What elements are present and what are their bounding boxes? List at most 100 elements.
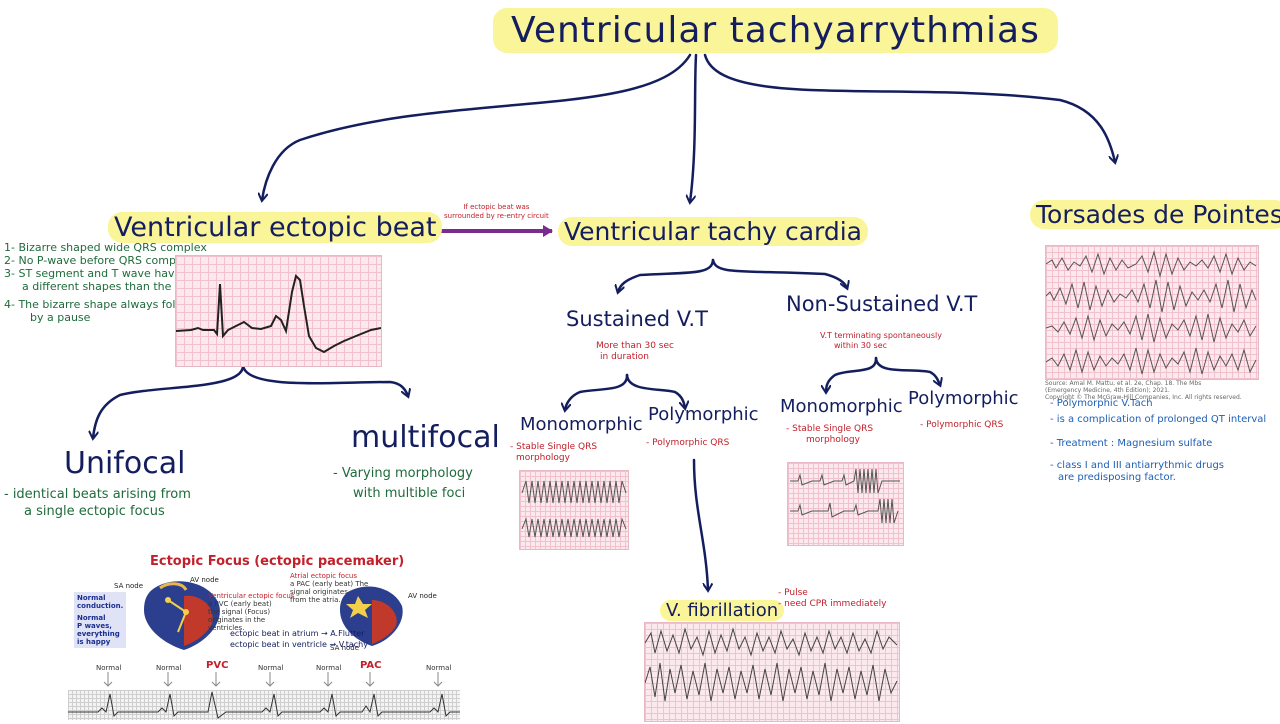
unifocal-desc-1: - identical beats arising from <box>4 487 191 502</box>
strip-label-1: Normal <box>96 664 122 672</box>
sustained-vt-heading: Sustained V.T <box>566 307 708 331</box>
torsades-heading: Torsades de Pointes <box>1030 200 1280 229</box>
heart-pac-illustration <box>340 586 403 646</box>
af-3: signal originates <box>290 588 348 596</box>
left-box-4: P waves, <box>77 622 112 630</box>
nonsustained-monomorphic-label: Monomorphic <box>780 396 903 417</box>
nonsustained-mono-note: - Stable Single QRS morphology <box>786 424 873 446</box>
vf-3: the signal (Focus) <box>208 608 271 616</box>
left-box-3: Normal <box>77 614 106 622</box>
ectopic-focus-figure: Ectopic Focus (ectopic pacemaker) Normal… <box>68 552 460 720</box>
nonsustained-note-2: within 30 sec <box>834 341 888 350</box>
ectopic-focus-title: Ectopic Focus (ectopic pacemaker) <box>150 554 405 569</box>
torsades-caption-2: (Emergency Medicine, 4th Edition); 2021. <box>1045 387 1170 394</box>
vfib-trace <box>645 627 898 702</box>
multifocal-desc-2: with multible foci <box>353 486 466 501</box>
nonsustained-note-1: V.T terminating spontaneously <box>820 331 942 340</box>
torsades-ecg <box>1045 245 1259 380</box>
unifocal-desc: - identical beats arising from a single … <box>4 486 191 520</box>
strip-label-5: Normal <box>426 664 452 672</box>
nonsustained-vt-trace <box>790 468 900 524</box>
vf-2: a PVC (early beat) <box>208 600 272 608</box>
strip-label-4: Normal <box>316 664 342 672</box>
left-box-5: everything <box>77 630 120 638</box>
left-box-1: Normal <box>77 594 106 602</box>
rhythm-strip <box>68 690 460 720</box>
ecg-trace <box>176 274 381 354</box>
sustained-poly-note: - Polymorphic QRS <box>646 438 730 448</box>
sustained-mono-note: - Stable Single QRS morphology <box>510 442 597 464</box>
unifocal-heading: Unifocal <box>64 446 186 481</box>
vt-heading: Ventricular tachy cardia <box>558 217 868 246</box>
nonsustained-mono-note-2: morphology <box>806 435 860 445</box>
ectopic-beat-criteria: 1- Bizarre shaped wide QRS complex 2- No… <box>4 241 243 324</box>
sa-node-label: SA node <box>114 582 144 590</box>
sustained-polymorphic-label: Polymorphic <box>648 404 759 425</box>
torsades-notes: - Polymorphic V.Tach - is a complication… <box>1050 398 1266 484</box>
nonsustained-mono-note-1: - Stable Single QRS <box>786 424 874 434</box>
torsades-note-3: - Treatment : Magnesium sulfate <box>1050 438 1213 449</box>
reentry-note: If ectopic beat was surrounded by re-ent… <box>444 203 549 221</box>
criterion-4b: by a pause <box>30 311 91 324</box>
sustained-note-2: in duration <box>600 352 649 362</box>
torsades-note-5: are predisposing factor. <box>1058 472 1176 483</box>
strip-label-pac: PAC <box>360 660 382 671</box>
strip-label-pvc: PVC <box>206 660 229 671</box>
reentry-line-2: surrounded by re-entry circuit <box>444 212 549 220</box>
left-box-6: is happy <box>77 638 111 646</box>
ectopic-annotation: ectopic beat in atrium → A.Flutter ectop… <box>230 628 368 650</box>
criterion-4: 4- The bizarre shape always followed <box>4 298 208 311</box>
torsades-note-1: - Polymorphic V.Tach <box>1050 398 1153 409</box>
af-4: from the atria. <box>290 596 341 604</box>
nonsustained-poly-note: - Polymorphic QRS <box>920 420 1004 430</box>
heart-pvc-illustration <box>144 581 220 650</box>
af-2: a PAC (early beat) The <box>290 580 369 588</box>
strip-label-2: Normal <box>156 664 182 672</box>
ectopic-beat-ecg-strip <box>175 255 382 367</box>
torsades-note-4: - class I and III antiarrythmic drugs <box>1050 460 1225 471</box>
torsades-caption: Source: Amal M. Mattu, et al. 2e, Chap. … <box>1045 380 1242 401</box>
vf-4: originates in the <box>208 616 266 624</box>
vfib-heading: V. fibrillation <box>660 600 785 621</box>
monomorphic-vt-ecg <box>519 470 629 550</box>
av-node-label-2: AV node <box>408 592 437 600</box>
sa-node-label-2: SA node <box>330 644 360 652</box>
ventricular-focus-text: Ventricular ectopic focus a PVC (early b… <box>208 592 295 632</box>
torsades-caption-3: Copyright © The McGraw-Hill Companies, I… <box>1045 394 1242 401</box>
vfib-note-2: - need CPR immediately <box>778 599 887 609</box>
torsades-note-2: - is a complication of prolonged QT inte… <box>1050 414 1267 425</box>
sustained-vt-note: More than 30 sec in duration <box>596 341 674 363</box>
torsades-caption-1: Source: Amal M. Mattu, et al. 2e, Chap. … <box>1045 380 1202 387</box>
atrial-focus-text: Atrial ectopic focus a PAC (early beat) … <box>290 572 368 604</box>
annotation-2: ectopic beat in ventricle → V.tachy <box>230 640 368 649</box>
normal-conduction-box: Normal conduction. Normal P waves, every… <box>74 592 127 648</box>
multifocal-desc: - Varying morphology with multible foci <box>333 464 473 504</box>
sustained-mono-note-1: - Stable Single QRS <box>510 442 598 452</box>
strip-label-3: Normal <box>258 664 284 672</box>
criterion-3: 3- ST segment and T wave have <box>4 267 182 280</box>
sustained-monomorphic-label: Monomorphic <box>520 414 643 435</box>
av-node-label: AV node <box>190 576 219 584</box>
nonsustained-polymorphic-label: Polymorphic <box>908 388 1019 409</box>
annotation-1: ectopic beat in atrium → A.Flutter <box>230 629 365 638</box>
nonsustained-vt-ecg <box>787 462 904 546</box>
strip-arrows <box>103 672 443 687</box>
multifocal-desc-1: - Varying morphology <box>333 466 473 481</box>
vf-5: ventricles. <box>208 624 245 632</box>
multifocal-heading: multifocal <box>351 420 500 455</box>
ectopic-beat-heading: Ventricular ectopic beat <box>108 212 443 243</box>
vf-1: Ventricular ectopic focus <box>208 592 295 600</box>
vfib-ecg <box>644 622 900 722</box>
vfib-note-1: - Pulse <box>778 588 808 598</box>
page-title: Ventricular tachyarrythmias <box>493 8 1058 53</box>
torsades-trace <box>1046 250 1257 375</box>
mono-vt-trace <box>521 480 627 538</box>
unifocal-desc-2: a single ectopic focus <box>24 504 165 519</box>
criterion-2: 2- No P-wave before QRS complex <box>4 254 193 267</box>
criterion-1: 1- Bizarre shaped wide QRS complex <box>4 241 207 254</box>
rhythm-trace <box>68 691 460 719</box>
reentry-line-1: If ectopic beat was <box>463 203 530 211</box>
sustained-note-1: More than 30 sec <box>596 341 674 351</box>
left-box-2: conduction. <box>77 602 124 610</box>
